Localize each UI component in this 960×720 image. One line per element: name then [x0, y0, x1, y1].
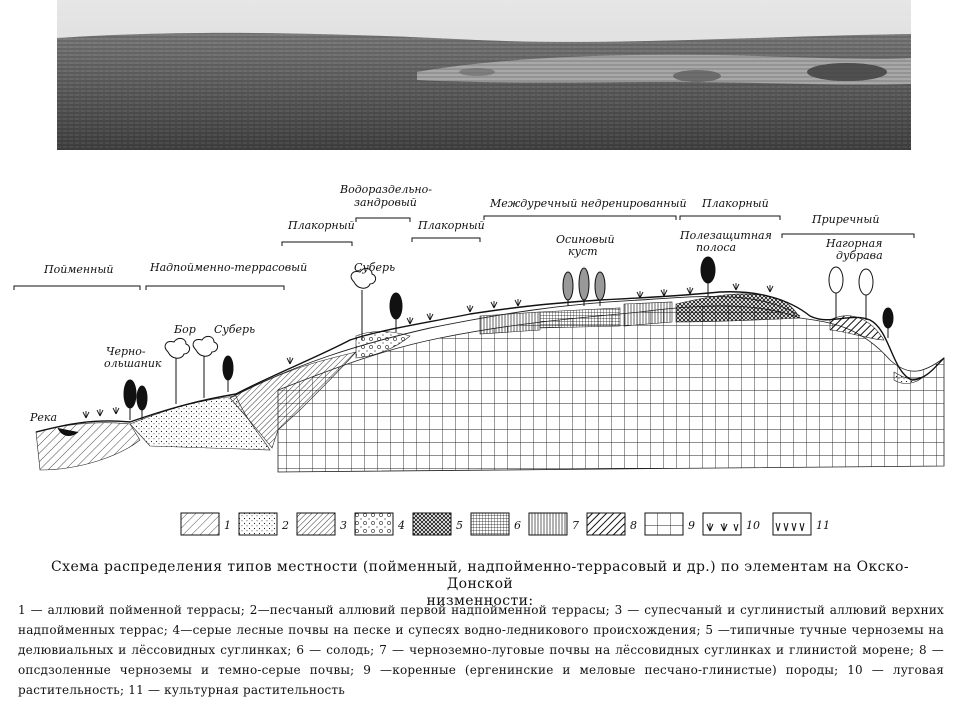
label-reka: Река — [30, 411, 58, 424]
meadow-chernozem-7b — [623, 301, 673, 327]
legend-number: 3 — [340, 519, 347, 532]
label-suber-1: Суберь — [214, 323, 256, 336]
landscape-photo — [57, 0, 911, 150]
figure-title-line1: Схема распределения типов местности (пой… — [51, 559, 909, 592]
legend: 1 2 3 4 5 6 7 8 9 10 11 — [180, 512, 840, 546]
alluvium-floodplain — [35, 422, 141, 471]
label-plakorny-2: Плакорный — [418, 219, 485, 232]
label-prirechny: Приречный — [812, 213, 880, 226]
trees — [123, 256, 894, 420]
label-plakorny-3: Плакорный — [702, 197, 769, 210]
figure-title-line2: низменности: — [426, 593, 534, 609]
legend-number: 5 — [456, 519, 463, 532]
label-vodorazdelno-2: зандровый — [354, 196, 417, 209]
solod-6 — [539, 307, 621, 329]
legend-number: 6 — [514, 519, 521, 532]
soil-band — [229, 295, 801, 399]
label-mezhdurechny: Междуречный недренированный — [490, 197, 687, 210]
label-chernoolshannik-2: ольшаник — [104, 357, 162, 370]
grass-marks — [82, 283, 774, 419]
legend-number: 9 — [688, 519, 695, 532]
label-nagornaya-1: Нагорная — [826, 237, 883, 250]
label-plakorny-1: Плакорный — [288, 219, 355, 232]
chernozem-5 — [675, 293, 801, 323]
legend-number: 7 — [572, 519, 579, 532]
label-poymenny: Пойменный — [44, 263, 114, 276]
legend-number: 10 — [746, 519, 760, 532]
legend-number: 1 — [224, 519, 231, 532]
label-bor: Бор — [174, 323, 196, 336]
label-nadpoymenno: Надпойменно-террасовый — [150, 261, 308, 274]
legend-number: 11 — [816, 519, 830, 532]
river — [57, 427, 79, 436]
surface-profile — [35, 291, 945, 433]
label-vodorazdelno-1: Водораздельно- — [340, 183, 432, 196]
label-osinovy-1: Осиновый — [556, 233, 615, 246]
meadow-chernozem-7a — [479, 311, 541, 335]
label-suber-2: Суберь — [354, 261, 396, 274]
terrain-profile-diagram — [13, 215, 945, 473]
grey-forest-soils — [355, 331, 411, 359]
bedrock-layer — [277, 305, 945, 473]
legend-number: 8 — [630, 519, 637, 532]
label-chernoolshannik-1: Черно- — [106, 345, 146, 358]
legend-number: 2 — [282, 519, 289, 532]
label-polezashch-2: полоса — [696, 241, 737, 254]
podzolized-chernozem — [829, 315, 885, 341]
legend-number: 4 — [398, 519, 405, 532]
label-polezashch-1: Полезащитная — [680, 229, 772, 242]
figure-caption: 1 — аллювий пойменной террасы; 2—песчаны… — [18, 603, 944, 697]
figure-title: Схема распределения типов местности (пой… — [18, 559, 942, 610]
label-nagornaya-2: дубрава — [836, 249, 883, 262]
label-osinovy-2: куст — [568, 245, 598, 258]
region-brackets — [13, 215, 915, 290]
